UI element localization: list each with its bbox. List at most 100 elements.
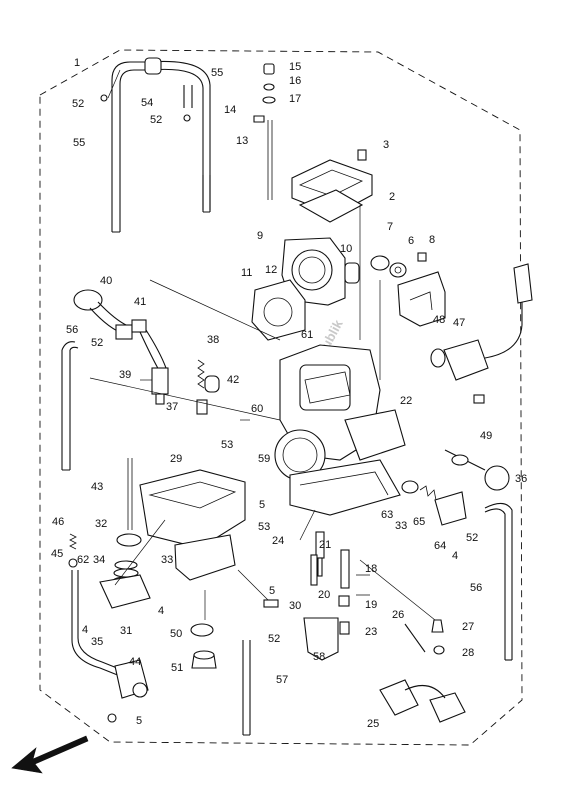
washer-6 — [389, 262, 407, 278]
hose-56-left — [61, 341, 79, 471]
callout-20: 20 — [318, 589, 330, 601]
callout-21: 21 — [319, 539, 331, 551]
callout-4: 4 — [452, 550, 458, 562]
callout-54: 54 — [141, 97, 153, 109]
callout-40: 40 — [100, 275, 112, 287]
part-58 — [303, 617, 339, 661]
callout-11: 11 — [241, 267, 252, 279]
main-jet-19 — [338, 595, 350, 607]
part-63 — [401, 480, 419, 494]
callout-29: 29 — [170, 453, 182, 465]
jet-20 — [310, 554, 318, 586]
part-42 — [204, 375, 220, 393]
callout-50: 50 — [170, 628, 182, 640]
part-10 — [344, 262, 360, 284]
leader-lines — [89, 69, 436, 621]
callout-62: 62 — [77, 554, 89, 566]
part-36 — [444, 449, 510, 491]
callout-16: 16 — [289, 75, 301, 87]
float-bowl-29 — [139, 469, 246, 581]
callout-48: 48 — [433, 314, 445, 326]
callout-4: 4 — [158, 605, 164, 617]
callout-64: 64 — [434, 540, 446, 552]
callout-45: 45 — [51, 548, 63, 560]
callout-52: 52 — [466, 532, 478, 544]
lever-31 — [99, 574, 151, 609]
callout-51: 51 — [171, 662, 183, 674]
assembly-boundary — [39, 49, 523, 746]
cable-44 — [71, 570, 149, 699]
callout-37: 37 — [166, 401, 178, 413]
gasket-11 — [251, 279, 306, 341]
lever-64 — [434, 491, 467, 526]
callout-8: 8 — [429, 234, 435, 246]
callout-59: 59 — [258, 453, 270, 465]
callout-27: 27 — [462, 621, 474, 633]
callout-56: 56 — [470, 582, 482, 594]
callout-19: 19 — [365, 599, 377, 611]
spring-38 — [197, 359, 205, 389]
rod-43 — [116, 458, 142, 547]
bracket — [397, 271, 446, 327]
callout-6: 6 — [408, 235, 414, 247]
callout-13: 13 — [236, 135, 248, 147]
callout-12: 12 — [265, 264, 277, 276]
screw-49 — [473, 394, 485, 404]
callout-52: 52 — [150, 114, 162, 126]
bolt-5-low — [107, 713, 117, 723]
callout-10: 10 — [340, 243, 352, 255]
callout-3: 3 — [383, 139, 389, 151]
callout-2: 2 — [389, 191, 395, 203]
callout-17: 17 — [289, 93, 301, 105]
screw-27 — [431, 619, 444, 633]
rod-26 — [404, 623, 426, 653]
callout-41: 41 — [134, 296, 146, 308]
part-39 — [151, 367, 169, 405]
callout-5: 5 — [259, 499, 265, 511]
part-45 — [68, 558, 78, 568]
callout-33: 33 — [161, 554, 173, 566]
callout-labels: 1 2 3 4 4 4 5 5 5 6 7 8 9 10 11 12 13 14… — [51, 57, 527, 730]
part-37 — [196, 399, 208, 415]
hose-40 — [73, 289, 133, 340]
callout-58: 58 — [313, 651, 325, 663]
callout-39: 39 — [119, 369, 131, 381]
cap-25 — [379, 679, 466, 723]
callout-35: 35 — [91, 636, 103, 648]
callout-4: 4 — [82, 624, 88, 636]
callout-52: 52 — [72, 98, 84, 110]
spring-46 — [69, 533, 77, 550]
callout-9: 9 — [257, 230, 263, 242]
vent-hose-55 — [100, 57, 211, 233]
plug-50 — [190, 623, 214, 637]
callout-42: 42 — [227, 374, 239, 386]
callout-1: 1 — [74, 57, 80, 69]
callout-38: 38 — [207, 334, 219, 346]
callout-60: 60 — [251, 403, 263, 415]
callout-36: 36 — [515, 473, 527, 485]
callout-44: 44 — [129, 656, 141, 668]
intake-joint-9 — [281, 237, 346, 306]
callout-15: 15 — [289, 61, 301, 73]
callout-52: 52 — [268, 633, 280, 645]
callout-49: 49 — [480, 430, 492, 442]
callout-32: 32 — [95, 518, 107, 530]
washer-7 — [370, 255, 390, 271]
callout-56: 56 — [66, 324, 78, 336]
callout-5: 5 — [136, 715, 142, 727]
callout-22: 22 — [400, 395, 412, 407]
callout-5: 5 — [269, 585, 275, 597]
callout-31: 31 — [120, 625, 132, 637]
drain-plug-51 — [191, 650, 217, 669]
callout-24: 24 — [272, 535, 284, 547]
callout-28: 28 — [462, 647, 474, 659]
callout-26: 26 — [392, 609, 404, 621]
callout-57: 57 — [276, 674, 288, 686]
screw-30 — [263, 599, 279, 608]
callout-63: 63 — [381, 509, 393, 521]
callout-14: 14 — [224, 104, 236, 116]
callout-52: 52 — [91, 337, 103, 349]
callout-33: 33 — [395, 520, 407, 532]
callout-47: 47 — [453, 317, 465, 329]
